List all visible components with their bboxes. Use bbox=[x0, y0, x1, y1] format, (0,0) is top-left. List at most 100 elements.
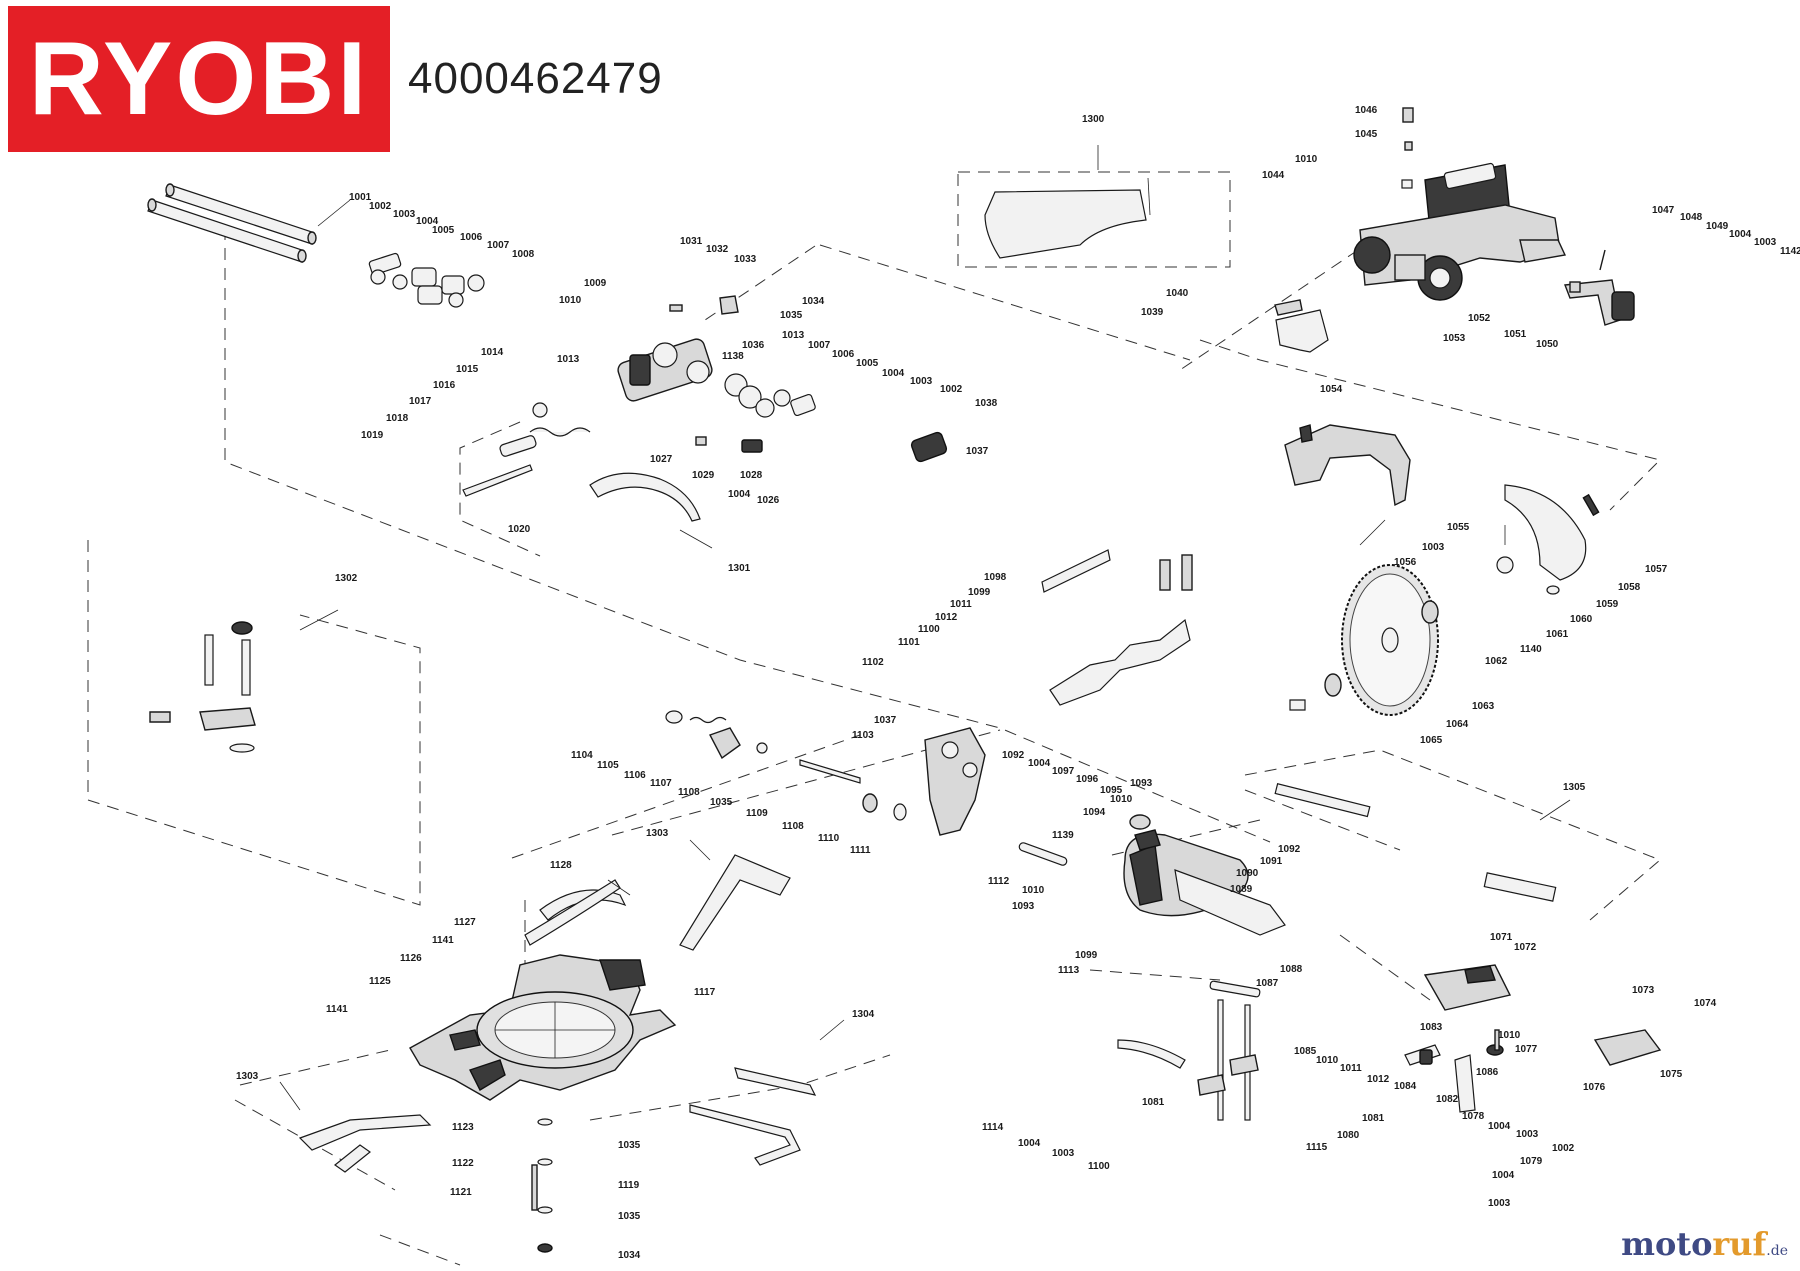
part-label: 1010 bbox=[1110, 794, 1133, 805]
part-label: 1103 bbox=[852, 730, 874, 741]
part-label: 1035 bbox=[710, 797, 733, 808]
part-label: 1038 bbox=[975, 398, 998, 409]
part-label: 1031 bbox=[680, 236, 703, 247]
part-label: 1014 bbox=[481, 347, 504, 358]
part-label: 1044 bbox=[1262, 170, 1285, 181]
part-label: 1039 bbox=[1141, 307, 1164, 318]
bushing-set-upper bbox=[368, 252, 485, 308]
part-label: 1010 bbox=[1498, 1030, 1521, 1041]
part-label: 1108 bbox=[678, 787, 700, 798]
part-label: 1091 bbox=[1260, 856, 1283, 867]
part-label: 1034 bbox=[618, 1250, 641, 1261]
bushing-set-middle bbox=[724, 373, 948, 463]
part-number-labels: 1001 1002 1003 1004 1005 1006 1007 1008 … bbox=[236, 105, 1800, 1261]
part-label: 1029 bbox=[692, 470, 715, 481]
slider-housing bbox=[617, 295, 739, 402]
part-label: 1080 bbox=[1337, 1130, 1360, 1141]
part-label: 1003 bbox=[393, 209, 416, 220]
part-label: 1141 bbox=[432, 935, 454, 946]
part-label: 1010 bbox=[1022, 885, 1045, 896]
part-label: 1092 bbox=[1002, 750, 1025, 761]
part-label: 1102 bbox=[862, 657, 884, 668]
part-label: 1142 bbox=[1780, 246, 1800, 257]
part-label: 1058 bbox=[1618, 582, 1641, 593]
part-label: 1140 bbox=[1520, 644, 1542, 655]
part-label: 1013 bbox=[782, 330, 805, 341]
part-label: 1003 bbox=[1516, 1129, 1539, 1140]
part-label: 1006 bbox=[460, 232, 483, 243]
part-label: 1109 bbox=[746, 808, 768, 819]
part-label: 1003 bbox=[1422, 542, 1445, 553]
part-label: 1017 bbox=[409, 396, 432, 407]
part-label: 1096 bbox=[1076, 774, 1099, 785]
part-label: 1010 bbox=[559, 295, 582, 306]
part-label: 1105 bbox=[597, 760, 619, 771]
motoruf-watermark: motoruf.de bbox=[1621, 1225, 1788, 1263]
part-label: 1086 bbox=[1476, 1067, 1499, 1078]
part-label: 1007 bbox=[487, 240, 510, 251]
guard-bracket bbox=[1274, 299, 1329, 353]
part-label: 1003 bbox=[1488, 1198, 1511, 1209]
part-label: 1303 bbox=[236, 1071, 259, 1082]
bevel-bracket bbox=[1018, 814, 1286, 936]
part-label: 1062 bbox=[1485, 656, 1508, 667]
part-label: 1018 bbox=[386, 413, 409, 424]
part-label: 1019 bbox=[361, 430, 384, 441]
part-label: 1003 bbox=[1052, 1148, 1075, 1159]
part-label: 1020 bbox=[508, 524, 531, 535]
part-label: 1027 bbox=[650, 454, 673, 465]
part-label: 1107 bbox=[650, 778, 672, 789]
part-label: 1040 bbox=[1166, 288, 1189, 299]
part-label: 1115 bbox=[1306, 1142, 1328, 1153]
part-label: 1036 bbox=[742, 340, 765, 351]
part-label: 1106 bbox=[624, 770, 646, 781]
part-label: 1097 bbox=[1052, 766, 1075, 777]
part-label: 1004 bbox=[1488, 1121, 1511, 1132]
part-label: 1064 bbox=[1446, 719, 1469, 730]
part-label: 1052 bbox=[1468, 313, 1491, 324]
part-label: 1035 bbox=[618, 1211, 641, 1222]
part-label: 1046 bbox=[1355, 105, 1378, 116]
part-label: 1016 bbox=[433, 380, 456, 391]
part-label: 1083 bbox=[1420, 1022, 1443, 1033]
spring-and-pin-group bbox=[462, 402, 763, 522]
part-label: 1078 bbox=[1462, 1111, 1485, 1122]
part-label: 1084 bbox=[1394, 1081, 1417, 1092]
part-label: 1061 bbox=[1546, 629, 1569, 640]
rail-tubes bbox=[147, 183, 317, 263]
sliding-fence bbox=[1041, 549, 1193, 706]
part-label: 1008 bbox=[512, 249, 535, 260]
model-number: 4000462479 bbox=[408, 54, 663, 103]
part-label: 1076 bbox=[1583, 1082, 1606, 1093]
part-label: 1073 bbox=[1632, 985, 1655, 996]
part-label: 1128 bbox=[550, 860, 572, 871]
blade-guard-assembly-1300 bbox=[957, 171, 1231, 268]
part-label: 1011 bbox=[1340, 1063, 1362, 1074]
part-label: 1081 bbox=[1142, 1097, 1165, 1108]
part-label: 1056 bbox=[1394, 557, 1417, 568]
part-label: 1037 bbox=[966, 446, 989, 457]
part-label: 1004 bbox=[728, 489, 751, 500]
part-label: 1054 bbox=[1320, 384, 1343, 395]
part-label: 1072 bbox=[1514, 942, 1537, 953]
motor-head-assembly bbox=[1353, 107, 1567, 301]
pivot-stack bbox=[531, 1118, 553, 1253]
brand-wordmark: RYOBI bbox=[28, 21, 370, 137]
part-label: 1051 bbox=[1504, 329, 1527, 340]
part-label: 1005 bbox=[432, 225, 455, 236]
part-label: 1099 bbox=[1075, 950, 1098, 961]
part-label: 1081 bbox=[1362, 1113, 1385, 1124]
part-label: 1125 bbox=[369, 976, 391, 987]
assembly-guides bbox=[87, 228, 1661, 1266]
part-label: 1004 bbox=[1729, 229, 1752, 240]
part-label: 1012 bbox=[935, 612, 958, 623]
rear-support bbox=[1117, 980, 1261, 1121]
part-label: 1087 bbox=[1256, 978, 1279, 989]
part-label: 1028 bbox=[740, 470, 763, 481]
part-label: 1047 bbox=[1652, 205, 1675, 216]
part-label: 1082 bbox=[1436, 1094, 1459, 1105]
part-label: 1002 bbox=[940, 384, 963, 395]
part-label: 1037 bbox=[874, 715, 897, 726]
part-label: 1089 bbox=[1230, 884, 1253, 895]
